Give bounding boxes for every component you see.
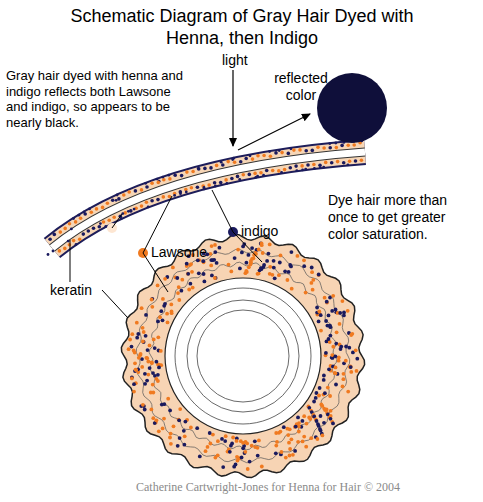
- light-arrow: [232, 70, 233, 146]
- note-text: Dye hair more than once to get greater c…: [328, 192, 478, 242]
- hair-strand: [47, 140, 365, 256]
- part-label: indigo: [241, 223, 278, 240]
- leader-line: [102, 290, 128, 318]
- leader-line: [70, 240, 71, 282]
- hair-cross-section: [121, 234, 364, 477]
- part-label: keratin: [50, 282, 92, 299]
- part-label: reflected color: [262, 70, 340, 104]
- note-text: Gray hair dyed with henna and indigo ref…: [6, 68, 184, 130]
- leader-line: [212, 190, 233, 232]
- diagram-title: Schematic Diagram of Gray Hair Dyed with…: [62, 6, 422, 49]
- part-label: light: [222, 52, 248, 69]
- reflected-arrow: [238, 114, 310, 150]
- part-label: Lawsone: [151, 244, 207, 261]
- leader-line: [112, 214, 122, 228]
- credit-watermark: Catherine Cartwright-Jones for Henna for…: [136, 480, 400, 494]
